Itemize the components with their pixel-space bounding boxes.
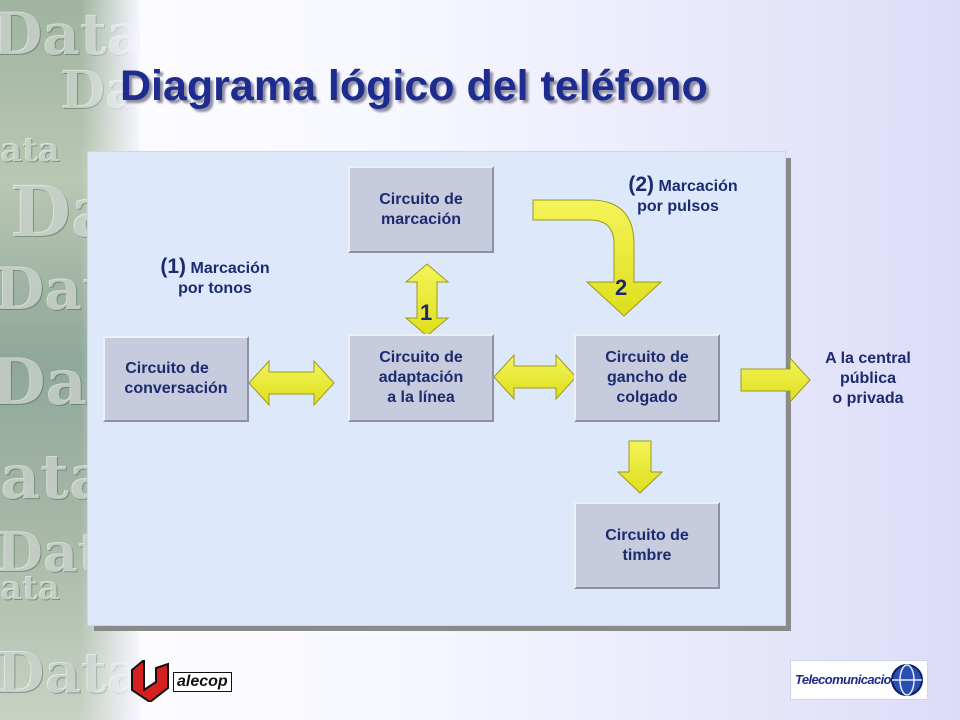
box-line: Circuito de (605, 526, 689, 544)
box-line: Circuito de (125, 360, 209, 377)
arrow-label-one: 1 (420, 300, 432, 325)
box-circuito-conversacion: Circuito de conversación (103, 336, 249, 422)
box-line: Circuito de (605, 349, 689, 366)
box-line: a la línea (387, 389, 455, 406)
box-line: timbre (622, 546, 672, 564)
note-number: (2) (628, 173, 655, 196)
globe-icon (891, 664, 923, 696)
box-line: colgado (616, 389, 678, 406)
box-circuito-timbre: Circuito de timbre (574, 502, 720, 589)
note-text: Marcación (190, 260, 270, 277)
note-text: por pulsos (637, 198, 719, 215)
alecop-text: alecop (173, 672, 232, 692)
arrow-to-timbre (616, 440, 664, 494)
label-central: A la central pública o privada (808, 349, 928, 409)
box-line: gancho de (606, 369, 687, 386)
side-word: ata (0, 130, 60, 170)
outside-line: pública (839, 370, 896, 387)
box-circuito-gancho: Circuito de gancho de colgado (574, 334, 720, 422)
outside-line: A la central (825, 350, 911, 367)
arrow-to-central (740, 356, 811, 404)
outside-line: o privada (832, 390, 904, 407)
box-line: marcación (380, 210, 462, 228)
note-text: Marcación (658, 178, 738, 195)
side-word: ata (0, 568, 60, 608)
arrow-label-two: 2 (615, 275, 627, 300)
box-line: Circuito de (379, 349, 463, 366)
box-line: Circuito de (379, 190, 463, 208)
alecop-logo: alecop (128, 660, 234, 702)
box-line: adaptación (378, 369, 464, 386)
note-marcacion-pulsos: (2) Marcación por pulsos (598, 173, 768, 217)
double-arrow-adaptacion-gancho (493, 353, 577, 401)
alecop-mark-icon (131, 660, 169, 702)
note-number: (1) (160, 255, 187, 278)
double-arrow-conversacion-adaptacion (248, 359, 335, 407)
box-circuito-marcacion: Circuito de marcación (348, 166, 494, 253)
telecomunicaciones-text: Telecomunicaciones (795, 672, 912, 687)
note-marcacion-tonos: (1) Marcación por tonos (130, 255, 300, 299)
box-line: conversación (124, 380, 228, 397)
slide-title: Diagrama lógico del teléfono (120, 62, 708, 110)
telecomunicaciones-logo: Telecomunicaciones (790, 660, 928, 700)
curved-arrow-pulsos (532, 199, 663, 317)
note-text: por tonos (178, 280, 252, 297)
box-circuito-adaptacion: Circuito de adaptación a la línea (348, 334, 494, 422)
